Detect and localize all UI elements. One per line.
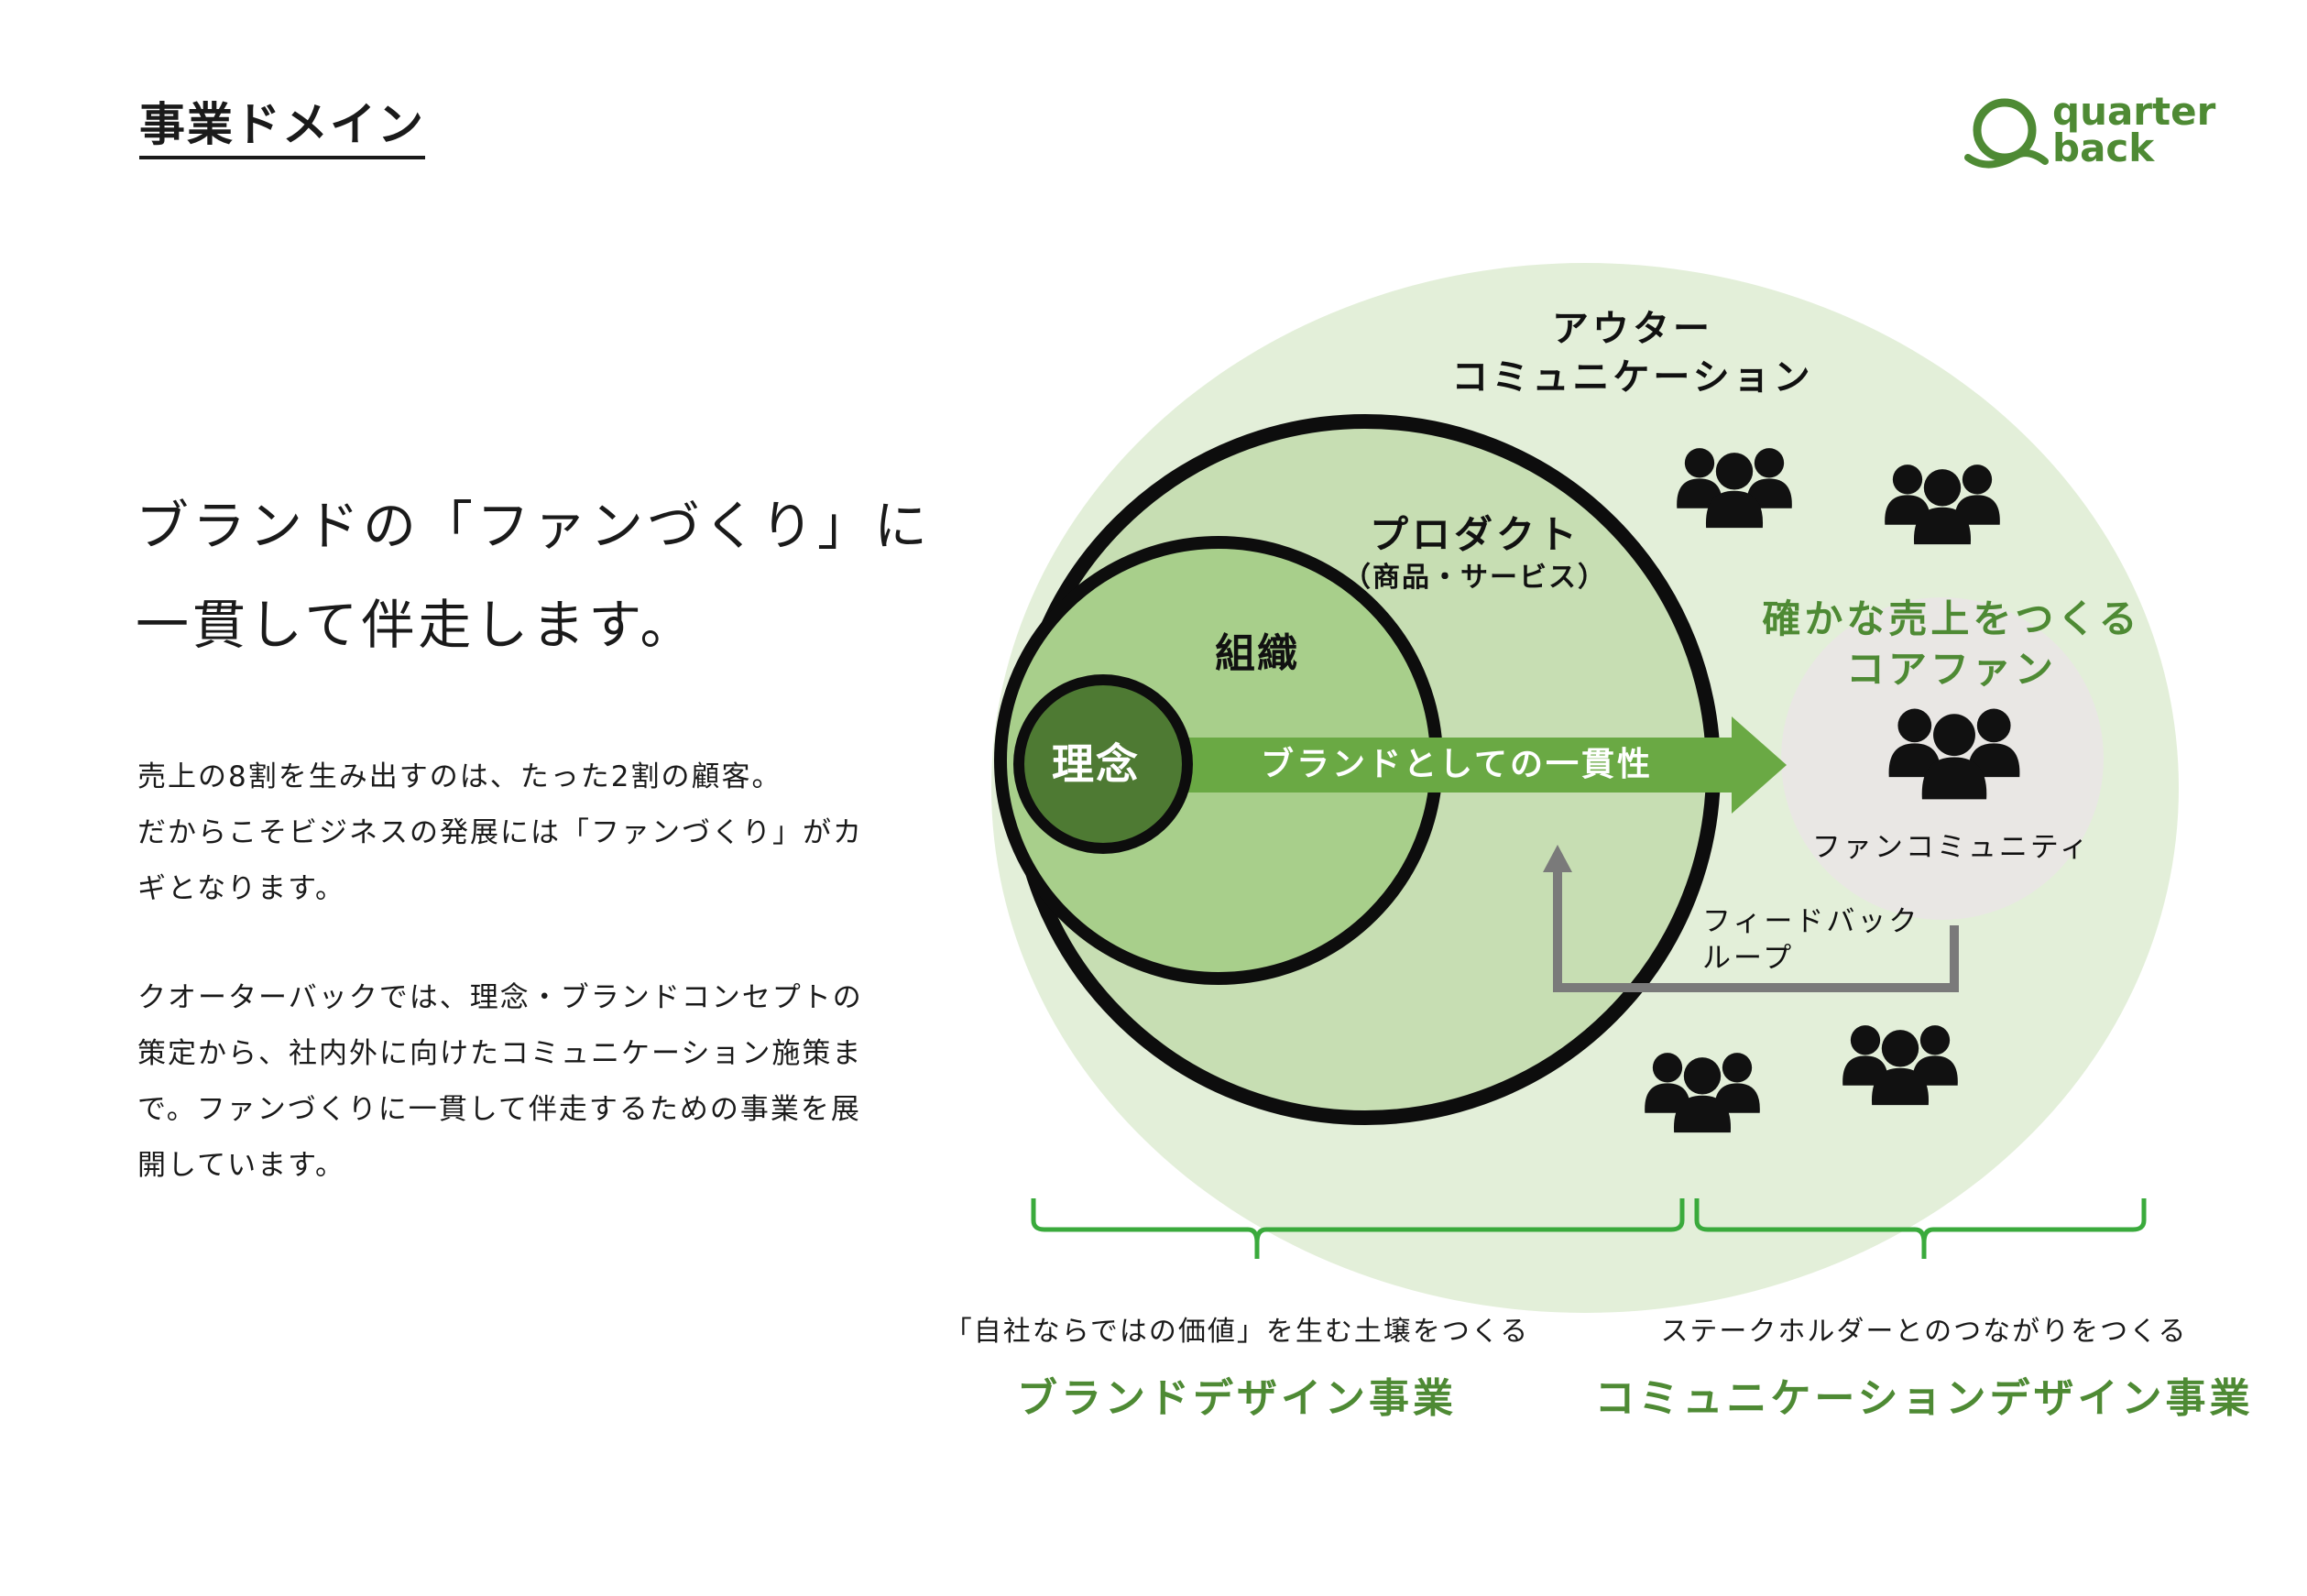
organization-label: 組織 — [1215, 630, 1299, 677]
feedback-loop-label-1: フィードバック — [1702, 905, 1919, 938]
outer-communication-label-1: アウター — [1552, 308, 1713, 350]
fan-community-circle — [1781, 597, 2104, 920]
communication-design-caption-main: コミュニケーションデザイン事業 — [1594, 1375, 2254, 1422]
brand-design-caption-sub: 「自社ならではの価値」を生む土壌をつくる — [944, 1316, 1530, 1348]
paragraph-1-line-2: だからこそビジネスの発展には「ファンづくり」がカ — [137, 816, 863, 849]
outer-communication-label-2: コミュニケーション — [1451, 356, 1813, 399]
logo-wordmark: quarter back — [2052, 89, 2216, 170]
communication-design-caption-sub: ステークホルダーとのつながりをつくる — [1660, 1316, 2188, 1348]
logo-line-2: back — [2052, 126, 2155, 170]
core-fan-title-1: 確かな売上をつくる — [1762, 596, 2140, 641]
paragraph-2-line-4: 開しています。 — [137, 1149, 345, 1182]
paragraph-2-line-3: で。ファンづくりに一貫して伴走するための事業を展 — [137, 1093, 861, 1126]
body-text: 売上の8割を生み出すのは、たった2割の顧客。 だからこそビジネスの発展には「ファ… — [137, 749, 907, 1247]
philosophy-circle — [1013, 674, 1193, 854]
feedback-loop-arrow — [1543, 845, 1959, 992]
lead-line-1: ブランドの「ファンづくり」に — [136, 495, 932, 557]
quarterback-logo-icon — [1964, 98, 2049, 169]
fan-community-label: ファンコミュニティ — [1812, 831, 2091, 864]
product-label: プロダクト — [1370, 512, 1580, 557]
feedback-loop-label-2: ループ — [1702, 942, 1794, 975]
page-title: 事業ドメイン — [139, 98, 425, 159]
consistency-label: ブランドとしての一貫性 — [1261, 745, 1653, 783]
philosophy-label: 理念 — [1052, 739, 1140, 789]
paragraph-1-line-3: ギとなります。 — [137, 872, 345, 905]
paragraph-2: クオーターバックでは、理念・ブランドコンセプトの 策定から、社内外に向けたコミュ… — [137, 970, 907, 1194]
brand-design-bracket — [1031, 1198, 1685, 1259]
paragraph-2-line-1: クオーターバックでは、理念・ブランドコンセプトの — [137, 981, 863, 1014]
paragraph-1: 売上の8割を生み出すのは、たった2割の顧客。 だからこそビジネスの発展には「ファ… — [137, 749, 907, 917]
communication-design-bracket — [1694, 1198, 2147, 1259]
consistency-arrow — [1136, 716, 1787, 814]
brand-design-caption-main: ブランドデザイン事業 — [1017, 1375, 1457, 1422]
paragraph-1-line-1: 売上の8割を生み出すのは、たった2割の顧客。 — [137, 760, 782, 793]
product-sub-label: （商品・サービス） — [1343, 562, 1607, 594]
logo-line-1: quarter — [2052, 89, 2216, 134]
core-fan-title-2: コアファン — [1846, 647, 2057, 692]
lead-line-2: 一貫して伴走します。 — [136, 594, 697, 656]
paragraph-2-line-2: 策定から、社内外に向けたコミュニケーション施策ま — [137, 1037, 863, 1070]
lead-heading: ブランドの「ファンづくり」に 一貫して伴走します。 — [136, 476, 942, 674]
